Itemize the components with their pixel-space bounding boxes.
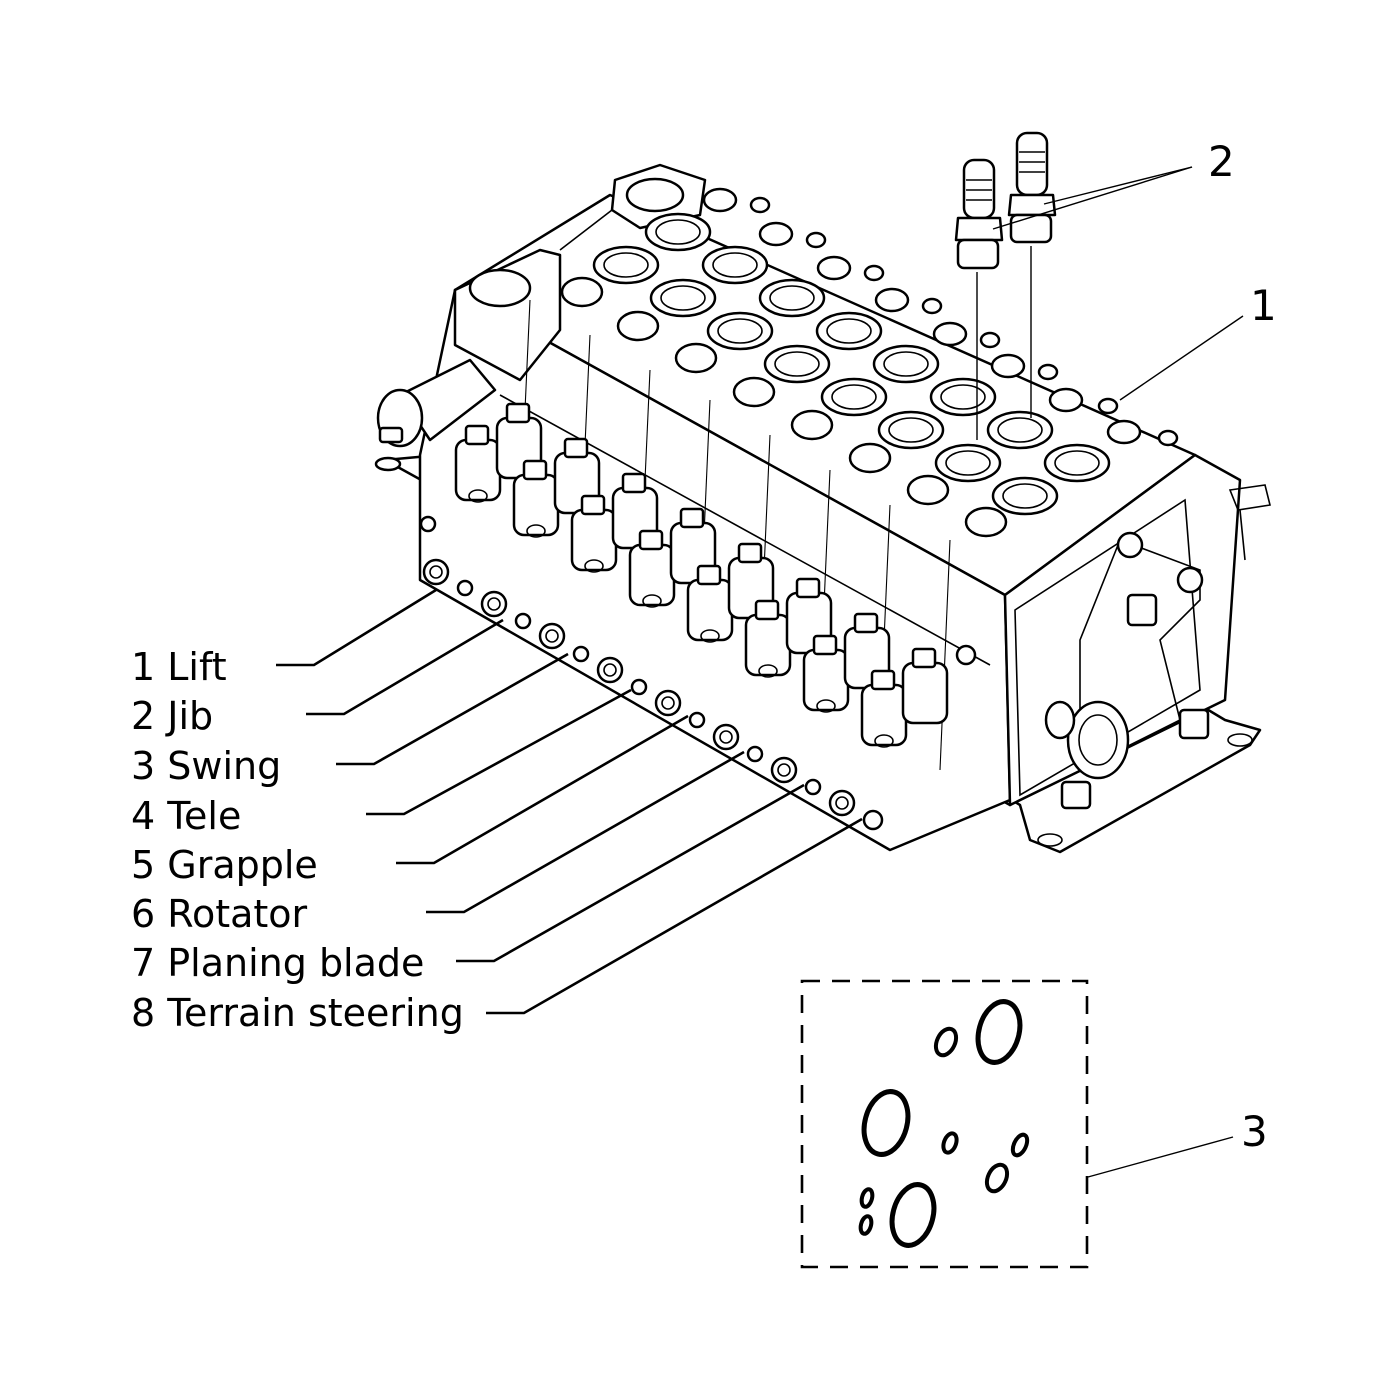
nipple-assembly-guides [976,246,1032,440]
section-label-grapple: 5 Grapple [131,843,318,887]
section-label-tele: 4 Tele [131,794,241,838]
seal-kit-frame [800,979,1089,1269]
section-label-swing: 3 Swing [131,744,281,788]
callout-2: 2 [1208,137,1235,186]
section-leaders [276,588,863,1015]
section-label-rotator: 6 Rotator [131,892,308,936]
section-label-planing-blade: 7 Planing blade [131,941,424,985]
callout-3: 3 [1241,1107,1268,1156]
callout-1: 1 [1250,281,1277,330]
section-labels: 1 Lift 2 Jib 3 Swing 4 Tele 5 Grapple 6 … [131,645,464,1035]
top-hex-caps [560,187,1179,538]
section-label-jib: 2 Jib [131,694,213,738]
section-label-lift: 1 Lift [131,645,227,689]
top-port-fittings [592,212,1111,516]
solenoid-coils [454,402,949,748]
nipple-fitting-left [954,158,1004,270]
nipple-fitting-right [1007,131,1057,244]
seal-kit [800,979,1089,1269]
front-lower-ports [419,515,977,831]
section-label-terrain-steering: 8 Terrain steering [131,991,464,1035]
callout-leaders [992,166,1244,1178]
